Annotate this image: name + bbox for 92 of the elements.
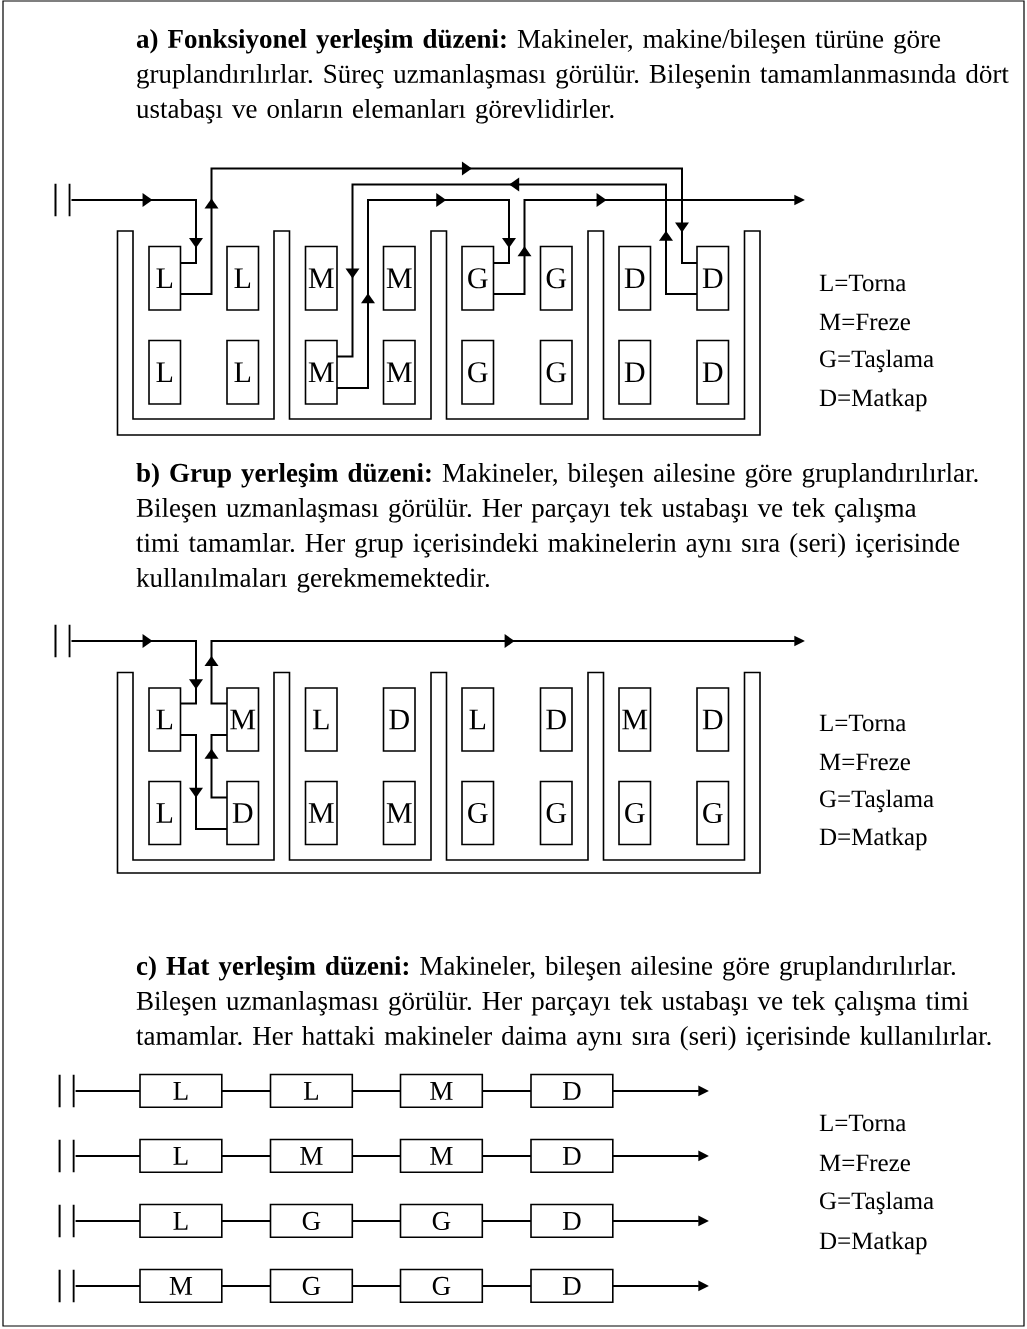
- machine-box: G: [461, 245, 495, 311]
- key-text: D=Matkap: [819, 827, 927, 851]
- key-text: G=Taşlama: [820, 789, 934, 813]
- connector-line: [351, 1219, 402, 1222]
- machine-box: M: [226, 687, 260, 752]
- connector-line: [481, 1154, 532, 1157]
- connector-line: [74, 1089, 141, 1092]
- machine-box: D: [539, 687, 573, 752]
- machine-box: M: [382, 780, 416, 846]
- connector-line: [481, 1219, 532, 1222]
- machine-box: L: [148, 339, 182, 405]
- paragraph-text: c) Hat yerleşim düzeni: Makineler, bileşen ailesine göre gruplandırılırlar. Bileşen uzmanlaşması görülür. Her parçayı tek ustabaşı ve tek çalışma timi tamamlar. Her hattaki makineler daima aynı sıra (seri) içerisinde kullanılırlar.: [136, 956, 991, 1051]
- machine-box: G: [696, 780, 730, 846]
- machine-box: M: [269, 1138, 354, 1174]
- key-text: M=Freze: [819, 753, 910, 771]
- machine-box: L: [148, 780, 182, 846]
- machine-box: G: [399, 1268, 484, 1304]
- key-text: M=Freze: [819, 1154, 910, 1172]
- machine-box: M: [382, 339, 416, 405]
- flow-arrow: [70, 634, 203, 705]
- machine-box: M: [618, 687, 652, 752]
- connector-line: [74, 1284, 141, 1287]
- machine-box: G: [539, 780, 573, 846]
- start-bars: [54, 183, 71, 217]
- machine-box: L: [304, 687, 338, 752]
- machine-box: D: [696, 245, 730, 311]
- start-bars: [58, 1074, 75, 1108]
- machine-box: M: [382, 245, 416, 311]
- machine-box: M: [399, 1073, 484, 1109]
- machine-box: G: [539, 245, 573, 311]
- machine-box: M: [304, 245, 338, 311]
- key-text: L=Torna: [819, 1114, 906, 1132]
- machine-box: M: [304, 339, 338, 405]
- machine-box: G: [269, 1268, 354, 1304]
- machine-box: G: [461, 339, 495, 405]
- machine-box: L: [139, 1203, 223, 1239]
- machine-box: L: [461, 687, 495, 752]
- paragraph-text: b) Grup yerleşim düzeni: Makineler, bileşen ailesine göre gruplandırılırlar. Bileşen uzmanlaşması görülür. Her parçayı tek ustabaşı ve tek çalışma timi tamamlar. Her grup içerisindeki makinelerin aynı sıra (seri) içerisinde kullanılmaları gerekmemektedir.: [136, 463, 978, 593]
- flow-arrow: [70, 193, 203, 264]
- machine-box: L: [139, 1138, 223, 1174]
- machine-box: D: [530, 1138, 614, 1174]
- machine-box: L: [148, 245, 182, 311]
- key-text: L=Torna: [819, 714, 906, 732]
- machine-box: M: [139, 1268, 223, 1304]
- machine-box: G: [461, 780, 495, 846]
- machine-box: D: [382, 687, 416, 752]
- machine-box: D: [226, 780, 260, 846]
- connector-line: [220, 1154, 272, 1157]
- flow-arrow: [336, 193, 516, 389]
- machine-box: D: [530, 1203, 614, 1239]
- flow-arrow: [204, 734, 228, 799]
- machine-box: D: [530, 1268, 614, 1304]
- machine-box: L: [226, 245, 260, 311]
- connector-line: [351, 1284, 402, 1287]
- connector-line: [220, 1089, 272, 1092]
- connector-line: [220, 1219, 272, 1222]
- connector-line: [481, 1284, 532, 1287]
- machine-box: L: [269, 1073, 354, 1109]
- key-text: M=Freze: [819, 313, 910, 331]
- connector-line: [481, 1089, 532, 1092]
- machine-box: G: [399, 1203, 484, 1239]
- connector-line: [74, 1154, 141, 1157]
- machine-box: D: [530, 1073, 614, 1109]
- machine-box: M: [304, 780, 338, 846]
- start-bars: [54, 624, 71, 658]
- flow-arrow: [336, 177, 698, 358]
- key-text: G=Taşlama: [820, 1191, 934, 1215]
- connector-line: [351, 1154, 402, 1157]
- machine-box: M: [399, 1138, 484, 1174]
- machine-box: D: [696, 339, 730, 405]
- machine-box: G: [269, 1203, 354, 1239]
- key-text: L=Torna: [819, 274, 906, 292]
- paragraph-text: a) Fonksiyonel yerleşim düzeni: Makineler, makine/bileşen türüne göre gruplandırılırlar. Süreç uzmanlaşması görülür. Bileşenin tamamlanmasında dört ustabaşı ve onların elemanları görevlidirler.: [136, 29, 1009, 124]
- machine-box: D: [618, 245, 652, 311]
- key-text: G=Taşlama: [820, 349, 934, 373]
- machine-box: D: [618, 339, 652, 405]
- machine-box: G: [618, 780, 652, 846]
- key-text: D=Matkap: [819, 1231, 927, 1255]
- machine-box: G: [539, 339, 573, 405]
- flow-arrow: [179, 161, 698, 295]
- key-text: D=Matkap: [819, 388, 927, 412]
- connector-line: [74, 1219, 141, 1222]
- machine-box: L: [139, 1073, 223, 1109]
- machine-box: D: [696, 687, 730, 752]
- machine-box: L: [226, 339, 260, 405]
- connector-line: [351, 1089, 402, 1092]
- flow-arrow: [179, 734, 228, 830]
- start-bars: [58, 1269, 75, 1303]
- machine-box: L: [148, 687, 182, 752]
- start-bars: [58, 1139, 75, 1173]
- connector-line: [220, 1284, 272, 1287]
- start-bars: [58, 1204, 75, 1238]
